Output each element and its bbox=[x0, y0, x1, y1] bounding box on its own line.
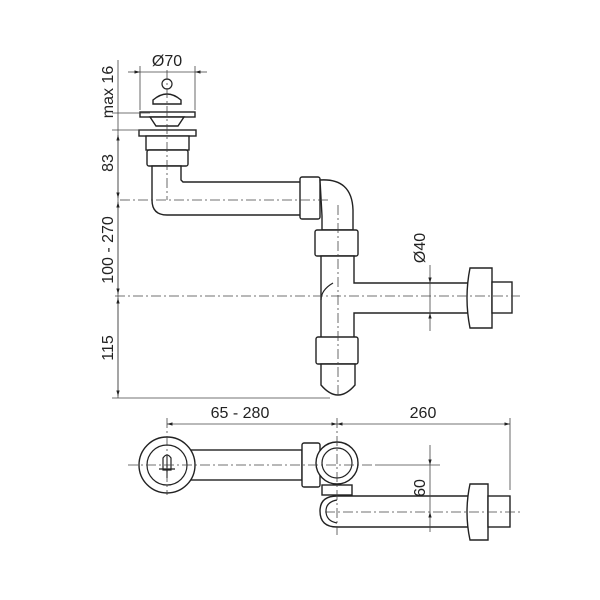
label-outlet-length: 260 bbox=[410, 405, 437, 422]
union-nut bbox=[299, 176, 321, 220]
trap-cup bbox=[320, 363, 356, 396]
outlet-pipe bbox=[491, 281, 513, 314]
elbow bbox=[319, 179, 354, 231]
top-view: 65 - 280 260 60 bbox=[128, 405, 520, 541]
label-basket-height: 83 bbox=[100, 154, 117, 172]
label-height-range: 100 - 270 bbox=[100, 216, 117, 284]
union-nut bbox=[315, 336, 359, 365]
label-trap-depth: 115 bbox=[100, 335, 117, 361]
side-view: Ø70 max 16 83 100 - 270 115 Ø40 bbox=[100, 53, 520, 399]
u-bend bbox=[319, 495, 471, 528]
union-nut bbox=[314, 229, 359, 257]
horizontal-pipe bbox=[151, 165, 303, 216]
trap-body bbox=[320, 255, 471, 339]
label-pipe-diameter: Ø40 bbox=[412, 233, 429, 263]
outlet-pipe bbox=[487, 495, 511, 528]
wall-flange bbox=[466, 267, 493, 329]
label-max-thickness: max 16 bbox=[100, 66, 117, 119]
label-horizontal-reach: 65 - 280 bbox=[211, 405, 270, 422]
strainer-plug bbox=[138, 78, 197, 167]
label-offset: 60 bbox=[412, 479, 429, 497]
label-flange-diameter: Ø70 bbox=[152, 53, 182, 70]
